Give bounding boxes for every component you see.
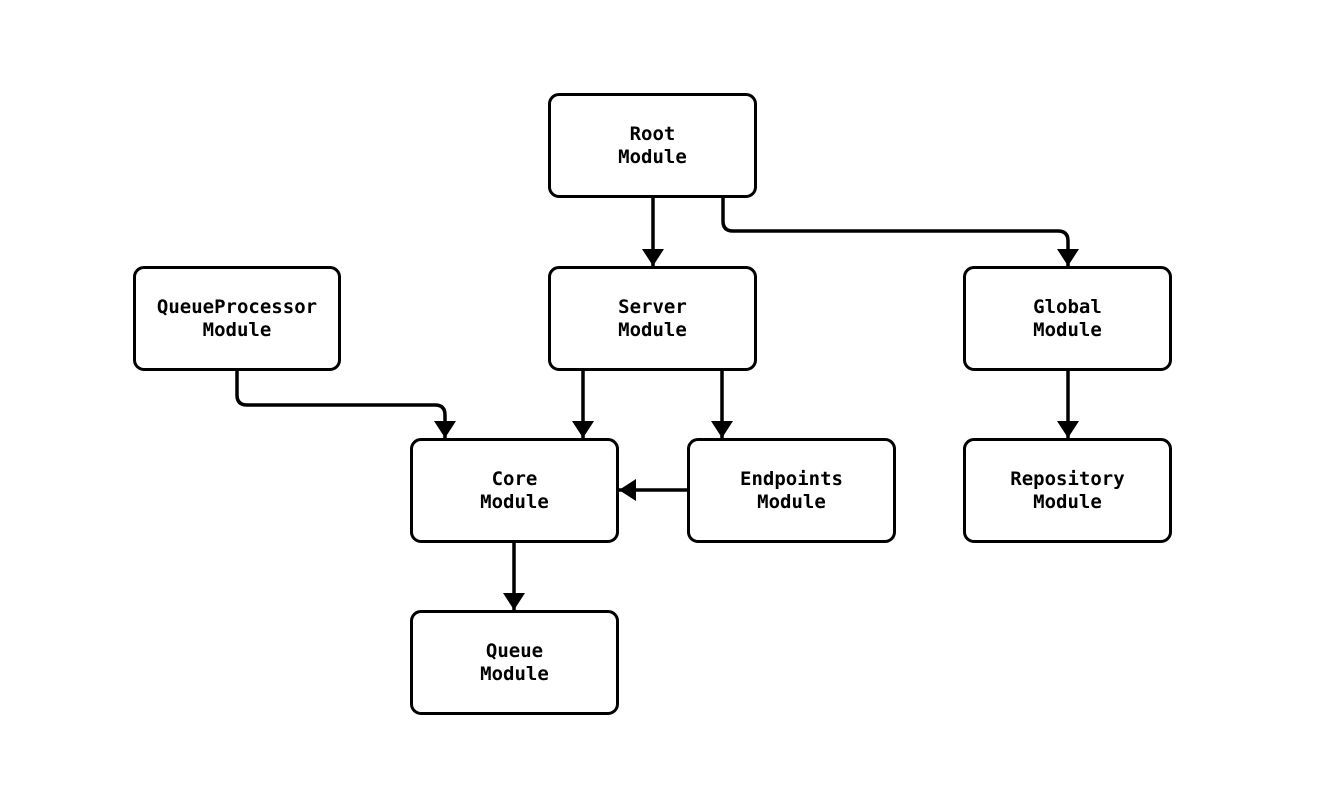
node-label: Global Module bbox=[1033, 295, 1102, 341]
edge-queueprocessor-to-core bbox=[235, 371, 456, 438]
node-endpoints: Endpoints Module bbox=[687, 438, 896, 543]
node-label: Root Module bbox=[618, 122, 687, 168]
node-label: Core Module bbox=[480, 467, 549, 513]
node-server: Server Module bbox=[548, 266, 757, 371]
node-repository: Repository Module bbox=[963, 438, 1172, 543]
node-label: Queue Module bbox=[480, 639, 549, 685]
edge-group bbox=[235, 198, 1079, 610]
node-global: Global Module bbox=[963, 266, 1172, 371]
edge-root-to-global bbox=[721, 198, 1079, 266]
node-core: Core Module bbox=[410, 438, 619, 543]
node-queue: Queue Module bbox=[410, 610, 619, 715]
node-queueprocessor: QueueProcessor Module bbox=[133, 266, 341, 371]
node-label: Server Module bbox=[618, 295, 687, 341]
node-label: QueueProcessor Module bbox=[156, 295, 318, 341]
node-label: Endpoints Module bbox=[740, 467, 843, 513]
node-label: Repository Module bbox=[1010, 467, 1125, 513]
node-root: Root Module bbox=[548, 93, 757, 198]
